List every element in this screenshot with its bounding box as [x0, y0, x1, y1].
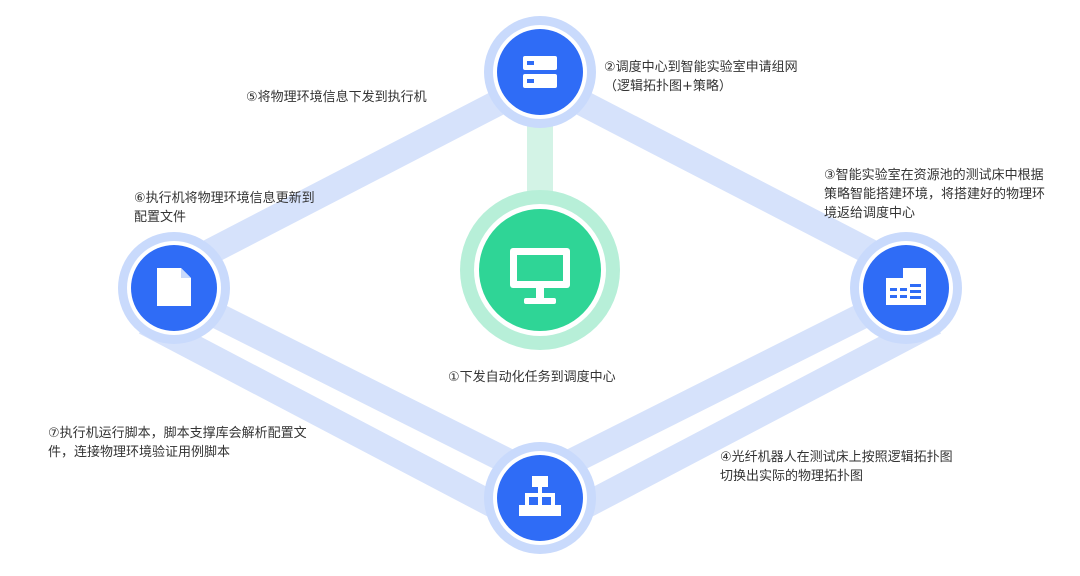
- building-icon: [886, 268, 926, 305]
- right-node: [850, 232, 962, 344]
- network-topology-icon: [519, 476, 561, 516]
- step-2-label: ②调度中心到智能实验室申请组网（逻辑拓扑图+策略）: [604, 60, 798, 94]
- step-5-label: ⑤将物理环境信息下发到执行机: [246, 90, 427, 105]
- bottom-node: [484, 442, 596, 554]
- step-6-label: ⑥执行机将物理环境信息更新到配置文件: [134, 191, 315, 225]
- connector-top-left: [192, 83, 519, 270]
- server-icon: [523, 56, 557, 88]
- connector-left-bottom-outer: [138, 310, 510, 522]
- connector-right-bottom-inner: [549, 300, 876, 482]
- step-3-label: ③智能实验室在资源池的测试床中根据策略智能搭建环境，将搭建好的物理环境返给调度中…: [824, 168, 1046, 221]
- step-1-label: ①下发自动化任务到调度中心: [448, 370, 616, 385]
- connector-left-bottom-inner: [204, 300, 531, 482]
- monitor-icon: [510, 248, 570, 304]
- left-node: [118, 232, 230, 344]
- step-7-label: ⑦执行机运行脚本，脚本支撑库会解析配置文件，连接物理环境验证用例脚本: [48, 426, 307, 460]
- connectors: [138, 83, 942, 522]
- document-icon: [157, 268, 191, 306]
- center-node: [460, 190, 620, 350]
- connector-right-bottom-outer: [570, 310, 942, 522]
- top-node: [484, 16, 596, 128]
- step-4-label: ④光纤机器人在测试床上按照逻辑拓扑图切换出实际的物理拓扑图: [720, 450, 953, 484]
- connector-top-right: [561, 83, 888, 270]
